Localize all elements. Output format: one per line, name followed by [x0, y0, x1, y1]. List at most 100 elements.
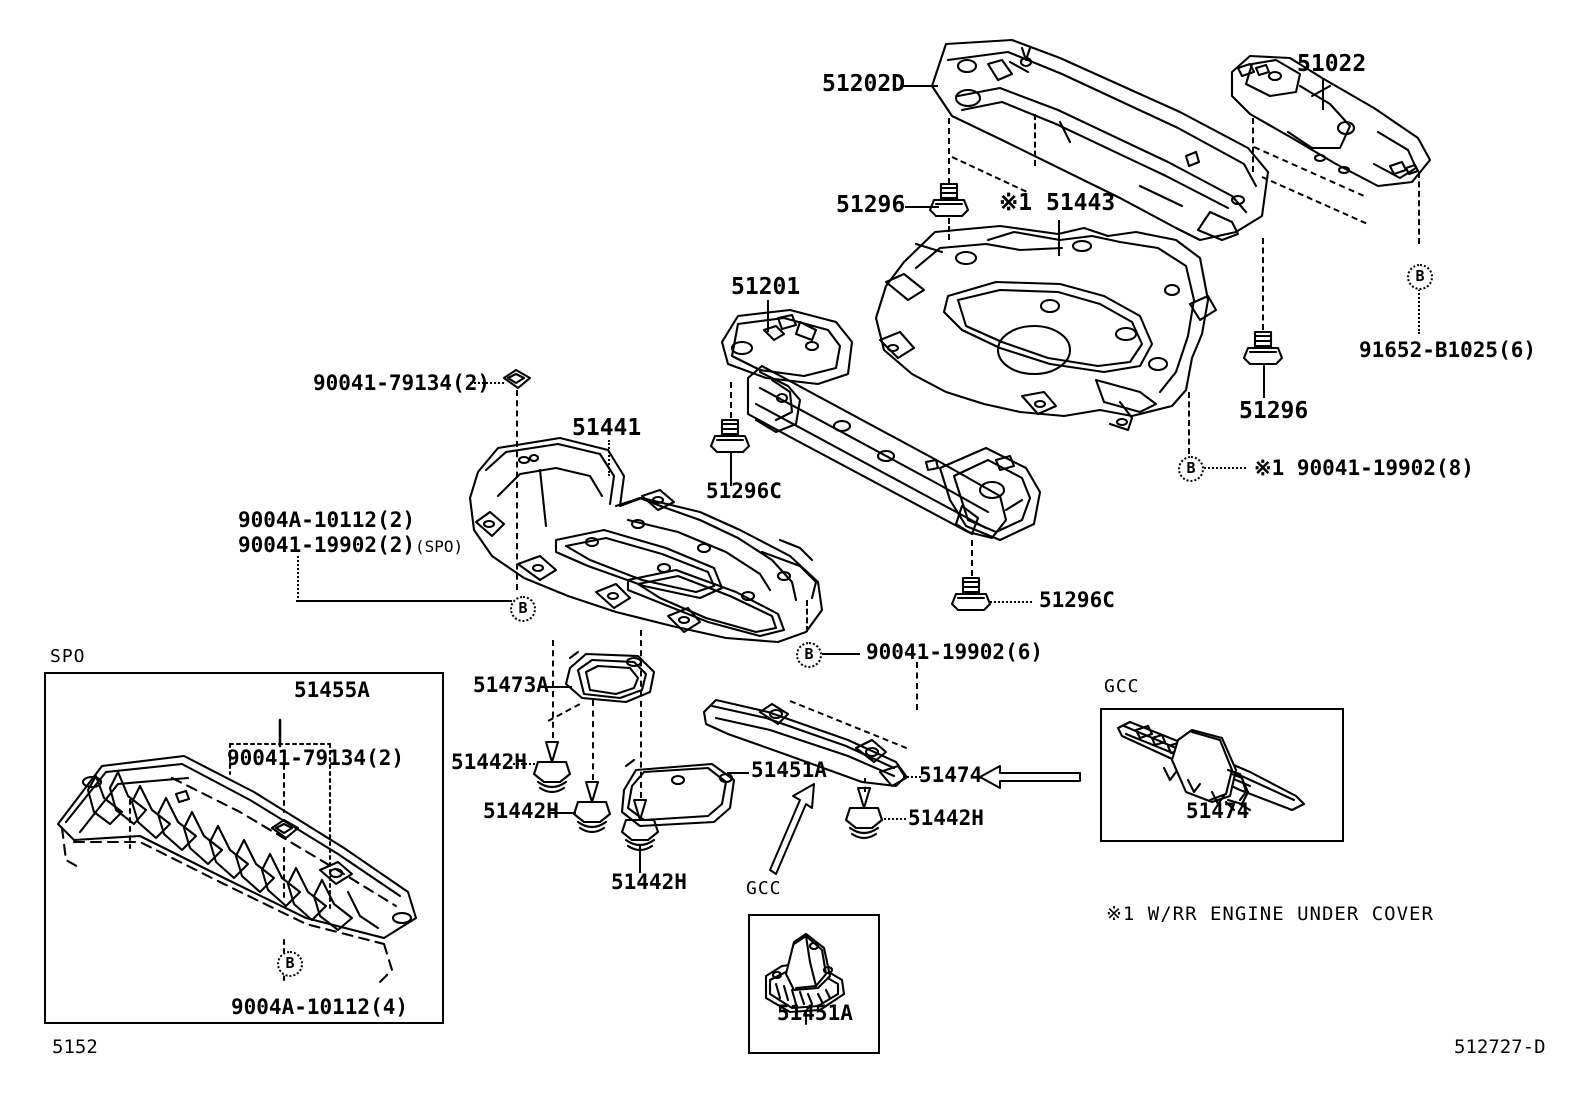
bmark-91652: B	[1407, 264, 1433, 290]
leader-51022	[1322, 78, 1324, 110]
assembly-line-51441-bmark	[806, 600, 808, 632]
assembly-line-51474-clip	[864, 778, 866, 792]
label-9004a-10112-2: 9004A-10112(2)	[238, 508, 416, 532]
label-90041-19902-8: ※1 90041-19902(8)	[1254, 456, 1474, 480]
label-51296-top: 51296	[836, 192, 906, 218]
leader-90041-19902-8	[1204, 467, 1246, 469]
bmark-90041-19902-8: B	[1178, 456, 1204, 482]
label-51473a: 51473A	[473, 673, 549, 697]
assembly-line-51022-right	[1418, 172, 1420, 244]
label-90041-79134-2: 90041-79134(2)	[313, 371, 491, 395]
label-90041-19902-2-suffix: (SPO)	[415, 537, 464, 556]
label-51442h-c: 51442H	[611, 870, 687, 894]
label-91652-b1025: 91652-B1025(6)	[1359, 338, 1537, 362]
leader-51451a	[727, 772, 749, 774]
part-51451a-shape	[620, 758, 736, 828]
spo-bmark: B	[277, 951, 303, 977]
assembly-line-51296-top-down	[948, 218, 950, 240]
leader-51473a	[544, 686, 572, 688]
assembly-line-51474-up	[916, 662, 918, 710]
clip-51442h-a	[532, 740, 572, 794]
spo-label-51455a: 51455A	[294, 678, 370, 702]
label-51442h-a: 51442H	[451, 750, 527, 774]
spo-inset-tag: SPO	[50, 646, 86, 667]
leader-51442h-d	[884, 818, 906, 820]
corner-code-right: 512727-D	[1454, 1036, 1546, 1058]
assembly-line-51296c-right-up	[971, 540, 973, 576]
label-90041-19902-6: 90041-19902(6)	[866, 640, 1044, 664]
label-51443: ※1 51443	[999, 190, 1116, 216]
assembly-line-51201-bolt	[730, 382, 732, 418]
gcc-bottom-inset-artwork	[764, 932, 846, 1026]
part-51441-shape	[468, 436, 824, 644]
spo-inset-box	[44, 672, 444, 1024]
part-51474-shape	[702, 698, 908, 788]
bmark-9004a-10112: B	[510, 596, 536, 622]
part-51202d-shape	[930, 38, 1270, 242]
corner-code-left: 5152	[52, 1036, 98, 1058]
label-51442h-d: 51442H	[908, 806, 984, 830]
leader-51441	[608, 440, 610, 476]
spo-label-90041-79134: 90041-79134(2)	[227, 746, 405, 770]
assembly-line-51443-drop	[1034, 114, 1036, 166]
leader-51296-right	[1263, 364, 1265, 398]
gcc-right-label-51474: 51474	[1186, 799, 1250, 823]
assembly-line-51441-clip3	[640, 630, 642, 798]
bolt-51296c-right	[950, 576, 992, 612]
bolt-51296-right	[1242, 330, 1284, 366]
label-51202d: 51202D	[822, 71, 906, 97]
assembly-line-51296-right-up	[1262, 238, 1264, 330]
bmark-90041-19902-6: B	[796, 642, 822, 668]
label-51022: 51022	[1297, 51, 1367, 77]
assembly-line-51441-clip1	[552, 640, 554, 738]
label-51474: 51474	[919, 763, 983, 787]
gcc-bottom-label-51451a: 51451A	[777, 1001, 853, 1025]
label-51296-right: 51296	[1239, 398, 1309, 424]
part-51022-shape	[1230, 54, 1432, 188]
clip-51442h-b	[572, 780, 612, 834]
leader-91652	[1418, 286, 1420, 334]
clip-51442h-d	[844, 786, 884, 840]
assembly-line-79134-clip	[516, 390, 518, 590]
leader-51442h-a	[513, 763, 535, 765]
gcc-right-inset-artwork	[1116, 720, 1306, 812]
leader-9004a-bmark	[296, 600, 512, 602]
footnote-rr-engine-under-cover: ※1 W/RR ENGINE UNDER COVER	[1106, 903, 1434, 925]
leader-51296c-left	[730, 452, 732, 486]
leader-51474	[903, 776, 921, 778]
label-51441: 51441	[572, 415, 642, 441]
spo-inset-artwork	[56, 718, 418, 984]
leader-51296-top	[905, 206, 939, 208]
spo-label-9004a-10112: 9004A-10112(4)	[231, 995, 409, 1019]
leader-51443	[1058, 220, 1060, 256]
assembly-line-51441-clip2	[592, 700, 594, 780]
leader-51296c-right-h	[990, 601, 1032, 603]
label-51201: 51201	[731, 274, 801, 300]
arrow-gcc-51474	[979, 765, 1081, 789]
leader-51442h-c	[639, 845, 641, 873]
assembly-line-51202d-bolt	[948, 118, 950, 184]
assembly-line-51443-right-down	[1188, 392, 1190, 454]
leader-51201	[767, 300, 769, 332]
leader-90041-19902-6	[822, 653, 860, 655]
leader-51202d	[902, 85, 938, 87]
label-90041-19902-2: 90041-19902(2)(SPO)	[238, 535, 463, 556]
leader-51442h-b	[548, 812, 576, 814]
label-51451a: 51451A	[751, 758, 827, 782]
arrow-gcc-51451a	[769, 783, 815, 875]
label-51296c-right: 51296C	[1039, 588, 1115, 612]
part-51473a-shape	[564, 650, 656, 704]
assembly-line-51022-left	[1252, 118, 1254, 172]
label-51296c-left: 51296C	[706, 479, 782, 503]
part-51201-shape	[720, 308, 1042, 542]
gcc-right-inset-tag: GCC	[1104, 676, 1140, 697]
label-90041-19902-2-code: 90041-19902(2)	[238, 533, 416, 557]
bolt-51296c-left	[709, 418, 751, 454]
gcc-bottom-inset-tag: GCC	[746, 878, 782, 899]
clip-90041-79134-washer	[502, 368, 532, 390]
label-51442h-b: 51442H	[483, 799, 559, 823]
leader-79134	[470, 382, 504, 384]
bolt-51296-top	[928, 182, 970, 218]
